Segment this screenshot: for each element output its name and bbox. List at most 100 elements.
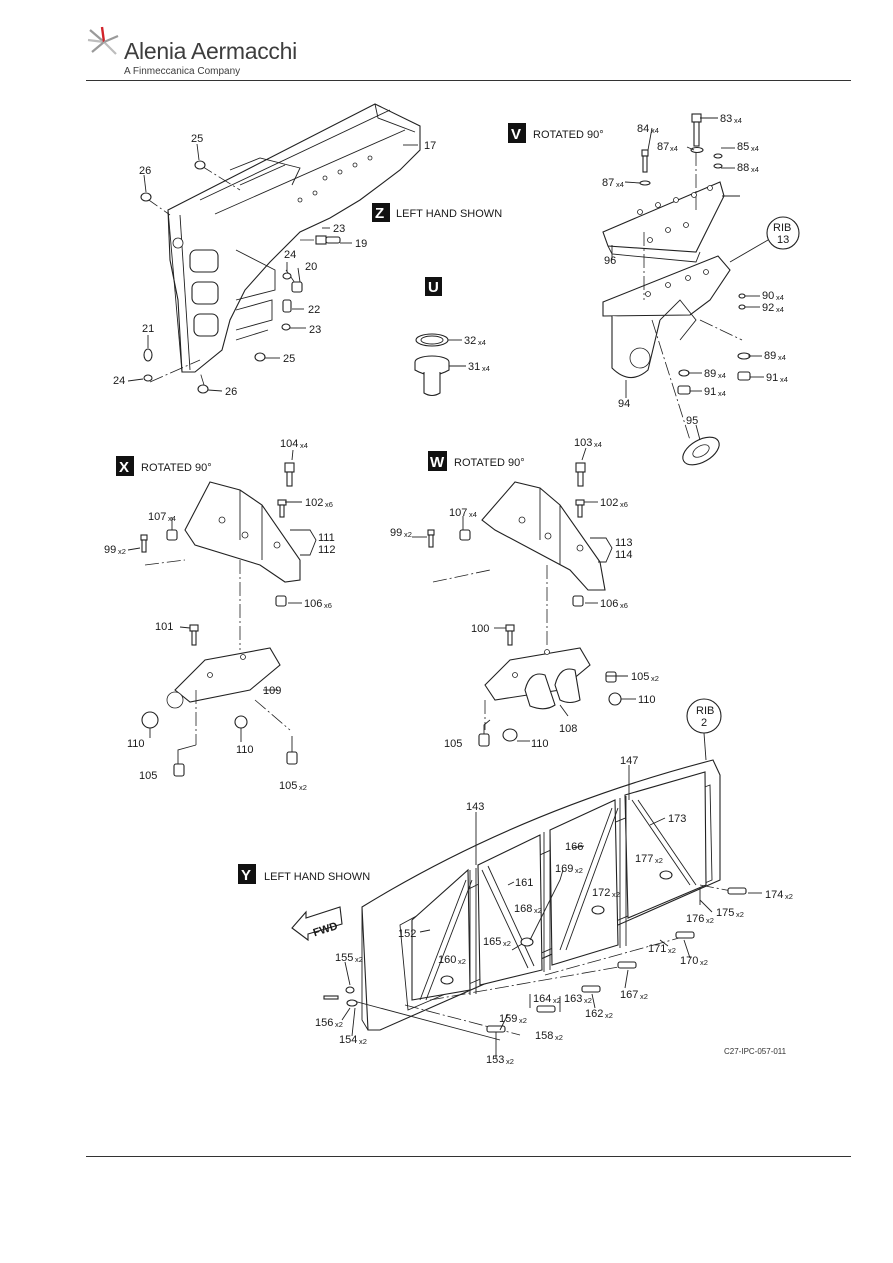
label-143: 143	[466, 801, 484, 813]
label-32-qty: x4	[478, 338, 486, 347]
label-91-left-qty: x4	[718, 389, 726, 398]
label-88-qty: x4	[751, 165, 759, 174]
label-102-w: 102	[600, 497, 618, 509]
view-z-caption: LEFT HAND SHOWN	[396, 208, 502, 220]
label-99-w-qty: x2	[404, 530, 412, 539]
label-160-qty: x2	[458, 957, 466, 966]
label-87-left: 87	[602, 177, 614, 189]
view-x-fitting-drawing	[127, 449, 317, 777]
label-102-x: 102	[305, 497, 323, 509]
label-176: 176	[686, 913, 704, 925]
label-22: 22	[308, 304, 320, 316]
label-83-qty: x4	[734, 116, 742, 125]
label-165-qty: x2	[503, 939, 511, 948]
label-87-top: 87	[657, 141, 669, 153]
view-x-marker: X ROTATED 90°	[116, 456, 212, 476]
label-114: 114	[615, 549, 633, 561]
label-175: 175	[716, 907, 734, 919]
view-v-fitting-drawing	[602, 113, 800, 466]
view-v-caption: ROTATED 90°	[533, 129, 604, 141]
label-103-qty: x4	[594, 440, 602, 449]
label-176-qty: x2	[706, 916, 714, 925]
label-159: 159	[499, 1013, 517, 1025]
label-24-top: 24	[284, 249, 296, 261]
label-101: 101	[155, 621, 173, 633]
label-21: 21	[142, 323, 154, 335]
label-175-qty: x2	[736, 910, 744, 919]
label-19: 19	[355, 238, 367, 250]
alenia-aermacchi-logo-icon	[87, 26, 119, 55]
label-165: 165	[483, 936, 501, 948]
view-u-parts	[414, 333, 466, 397]
label-99-x: 99	[104, 544, 116, 556]
label-147: 147	[620, 755, 638, 767]
label-113: 113	[615, 537, 633, 549]
label-106-w-qty: x6	[620, 601, 628, 610]
label-20: 20	[305, 261, 317, 273]
frame-assembly-drawing	[127, 103, 421, 394]
label-111: 111	[318, 532, 335, 544]
label-94: 94	[618, 398, 630, 410]
label-109: 109	[263, 685, 281, 697]
label-85-qty: x4	[751, 144, 759, 153]
figure-code: C27-IPC-057-011	[724, 1047, 787, 1056]
label-106-w: 106	[600, 598, 618, 610]
label-159-qty: x2	[519, 1016, 527, 1025]
label-168: 168	[514, 903, 532, 915]
view-u-marker: U	[425, 277, 442, 296]
label-160: 160	[438, 954, 456, 966]
label-172: 172	[592, 887, 610, 899]
label-96: 96	[604, 255, 616, 267]
label-177-qty: x2	[655, 856, 663, 865]
label-102-w-qty: x6	[620, 500, 628, 509]
label-169: 169	[555, 863, 573, 875]
label-110-w-right: 110	[638, 694, 656, 706]
label-174-qty: x2	[785, 892, 793, 901]
label-92: 92	[762, 302, 774, 314]
label-167: 167	[620, 989, 638, 1001]
label-106-x-qty: x6	[324, 601, 332, 610]
label-164-qty: x2	[553, 996, 561, 1005]
view-w-letter: W	[430, 454, 445, 471]
label-rib13-b: 13	[777, 234, 789, 246]
label-24-bottom: 24	[113, 375, 125, 387]
label-110-x-left: 110	[127, 738, 145, 750]
label-162-qty: x2	[605, 1011, 613, 1020]
label-107-x-qty: x4	[168, 514, 176, 523]
label-171: 171	[648, 943, 666, 955]
view-z-marker: Z LEFT HAND SHOWN	[372, 203, 502, 222]
view-w-marker: W ROTATED 90°	[428, 451, 525, 471]
label-163-qty: x2	[584, 996, 592, 1005]
label-103: 103	[574, 437, 592, 449]
label-90: 90	[762, 290, 774, 302]
label-156-qty: x2	[335, 1020, 343, 1029]
label-107-w-qty: x4	[469, 510, 477, 519]
label-91-left: 91	[704, 386, 716, 398]
label-89-right: 89	[764, 350, 776, 362]
label-155-qty: x2	[355, 955, 363, 964]
view-x-caption: ROTATED 90°	[141, 462, 212, 474]
label-87-top-qty: x4	[670, 144, 678, 153]
label-102-x-qty: x6	[325, 500, 333, 509]
view-v-marker: V ROTATED 90°	[508, 123, 604, 143]
label-156: 156	[315, 1017, 333, 1029]
label-158-qty: x2	[555, 1033, 563, 1042]
label-170: 170	[680, 955, 698, 967]
header-rule	[86, 80, 851, 81]
label-84-qty: x4	[651, 126, 659, 135]
label-84: 84	[637, 123, 649, 135]
label-164: 164	[533, 993, 551, 1005]
label-83: 83	[720, 113, 732, 125]
label-107-x: 107	[148, 511, 166, 523]
label-rib13-a: RIB	[773, 222, 791, 234]
label-154-qty: x2	[359, 1037, 367, 1046]
label-112: 112	[318, 544, 336, 556]
view-w-caption: ROTATED 90°	[454, 457, 525, 469]
label-rib2-a: RIB	[696, 705, 714, 717]
label-173: 173	[668, 813, 686, 825]
label-152: 152	[398, 928, 416, 940]
view-z-letter: Z	[375, 205, 384, 222]
label-95: 95	[686, 415, 698, 427]
label-171-qty: x2	[668, 946, 676, 955]
label-99-w: 99	[390, 527, 402, 539]
